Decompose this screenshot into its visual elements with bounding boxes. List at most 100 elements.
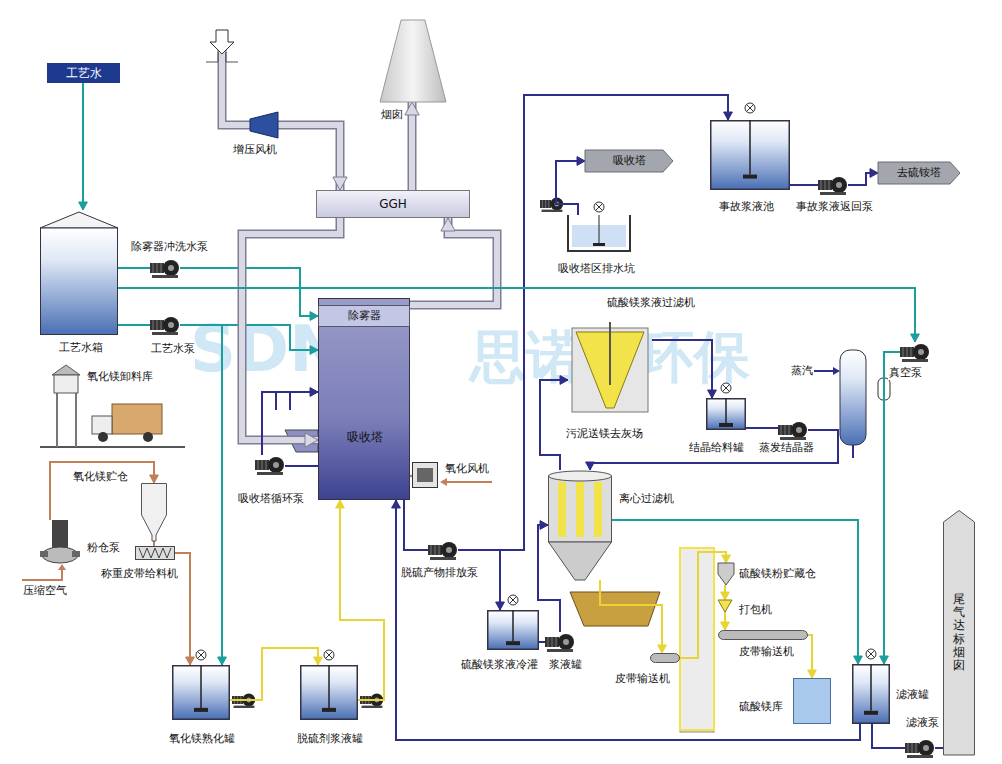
pipe-line — [540, 380, 568, 470]
equipment-shape — [900, 342, 930, 362]
equipment-shape — [428, 540, 458, 560]
equipment-label: 工艺水箱 — [58, 341, 104, 355]
equipment-label: 吸收塔循环泵 — [237, 492, 305, 506]
equipment-label: GGH — [378, 197, 408, 211]
equipment-shape — [150, 315, 180, 335]
pipe-line — [180, 325, 318, 350]
equipment-label: 氧化镁卸料库 — [86, 370, 154, 384]
equipment-shape — [545, 632, 575, 652]
arrowhead — [405, 102, 419, 115]
equipment-shape — [52, 365, 80, 393]
arrowhead — [854, 656, 863, 664]
equipment: 离心过滤机 — [548, 470, 612, 580]
equipment-label: 烟囱 — [380, 108, 404, 122]
arrowhead — [577, 157, 585, 166]
equipment-label: 滤液泵 — [905, 716, 940, 730]
equipment-shape — [487, 610, 539, 650]
equipment-label: 吸收塔 — [346, 430, 384, 444]
equipment: 结晶给料罐 — [706, 398, 746, 430]
arrowhead — [79, 202, 88, 210]
equipment-label: 滤液罐 — [895, 688, 930, 702]
equipment-shape — [40, 520, 80, 565]
pipe-line — [612, 520, 858, 664]
equipment-label: 增压风机 — [232, 143, 278, 157]
pipe-line — [539, 641, 545, 643]
equipment: 皮带输送机 — [718, 630, 808, 640]
equipment-label: 结晶给料罐 — [688, 441, 745, 455]
arrowhead — [911, 334, 920, 342]
arrowhead — [721, 592, 730, 600]
equipment: 尾气达标烟囱 — [943, 510, 975, 755]
arrowhead — [314, 657, 323, 665]
equipment: 硫酸镁浆液过滤机污泥送镁去灰场 — [568, 322, 652, 412]
equipment-label: 硫酸镁粉贮藏仓 — [738, 567, 817, 581]
equipment: 除雾器 — [318, 305, 410, 327]
arrowhead — [808, 670, 817, 678]
arrowhead — [441, 218, 455, 231]
equipment: 打包机 — [718, 600, 732, 612]
equipment-label: 工艺水 — [65, 66, 103, 80]
equipment-shape — [380, 20, 446, 102]
pump: 事故浆液返回泵 — [818, 175, 848, 195]
equipment: 硫酸镁粉贮藏仓 — [718, 563, 734, 585]
equipment: 事故浆液池 — [710, 120, 790, 190]
equipment-label: 吸收塔 — [612, 154, 647, 168]
arrowhead — [310, 312, 318, 321]
equipment-label: 浆液罐 — [548, 658, 583, 672]
arrowhead — [305, 433, 318, 447]
pipe-line — [262, 392, 318, 455]
equipment-label: 脱硫产物排放泵 — [400, 566, 479, 580]
arrowhead — [496, 602, 505, 610]
equipment-label: 去硫铵塔 — [896, 166, 942, 180]
pump: 真空泵 — [900, 342, 930, 362]
equipment-shape — [793, 678, 831, 724]
pump: 除雾器冲洗水泵 — [150, 258, 180, 278]
equipment: 吸收塔除雾器 — [318, 298, 410, 500]
equipment-shape — [300, 665, 358, 720]
flue-duct — [278, 125, 340, 190]
pipe-line — [118, 267, 150, 269]
equipment: 氧化风机 — [412, 462, 438, 488]
equipment-label: 氧化风机 — [444, 462, 490, 476]
equipment-label: 粉仓泵 — [86, 541, 121, 555]
pump: 吸收塔循环泵 — [255, 455, 285, 475]
equipment-label: 除雾器 — [347, 309, 382, 323]
pipe-line — [746, 427, 778, 429]
arrowhead — [540, 521, 548, 530]
pipe-line — [458, 95, 728, 550]
equipment: 滤液罐 — [852, 664, 890, 724]
equipment: 吸收塔 — [585, 150, 673, 172]
pipe-line — [458, 550, 500, 610]
equipment-label: 尾气达标烟囱 — [952, 593, 966, 672]
pump: 滤液泵 — [905, 738, 935, 758]
arrowhead — [870, 169, 878, 178]
equipment-shape — [150, 258, 180, 278]
equipment: 工艺水箱 — [40, 210, 118, 335]
equipment-label: 事故浆液池 — [718, 200, 775, 214]
equipment-label: 除雾器冲洗水泵 — [130, 240, 209, 254]
pipe-line — [556, 161, 585, 215]
equipment: 工艺水 — [47, 63, 120, 83]
equipment-label: 离心过滤机 — [618, 492, 675, 506]
equipment: 硫酸镁浆液冷灌 — [487, 610, 539, 650]
equipment-shape — [718, 600, 732, 612]
equipment: 氧化镁熟化罐 — [172, 665, 230, 720]
equipment: 氧化镁贮仓 — [141, 483, 167, 541]
equipment-label: 皮带输送机 — [614, 672, 671, 686]
equipment: 去硫铵塔 — [878, 162, 960, 184]
pipe-line — [884, 352, 900, 664]
annotation: 蒸汽 — [790, 364, 814, 378]
equipment-label: 工艺水泵 — [150, 342, 196, 356]
equipment-shape — [250, 112, 278, 138]
arrowhead — [310, 346, 318, 355]
equipment-shape — [818, 175, 848, 195]
equipment: 硫酸镁库 — [793, 678, 831, 724]
pipe-line — [935, 747, 943, 749]
arrowhead — [336, 500, 345, 508]
arrowhead — [333, 177, 347, 190]
pump: 浆液罐 — [545, 632, 575, 652]
pipe-line — [790, 184, 818, 186]
arrowhead — [560, 376, 568, 385]
equipment-label: 事故浆液返回泵 — [795, 200, 874, 214]
equipment-label: 氧化镁贮仓 — [72, 470, 129, 484]
